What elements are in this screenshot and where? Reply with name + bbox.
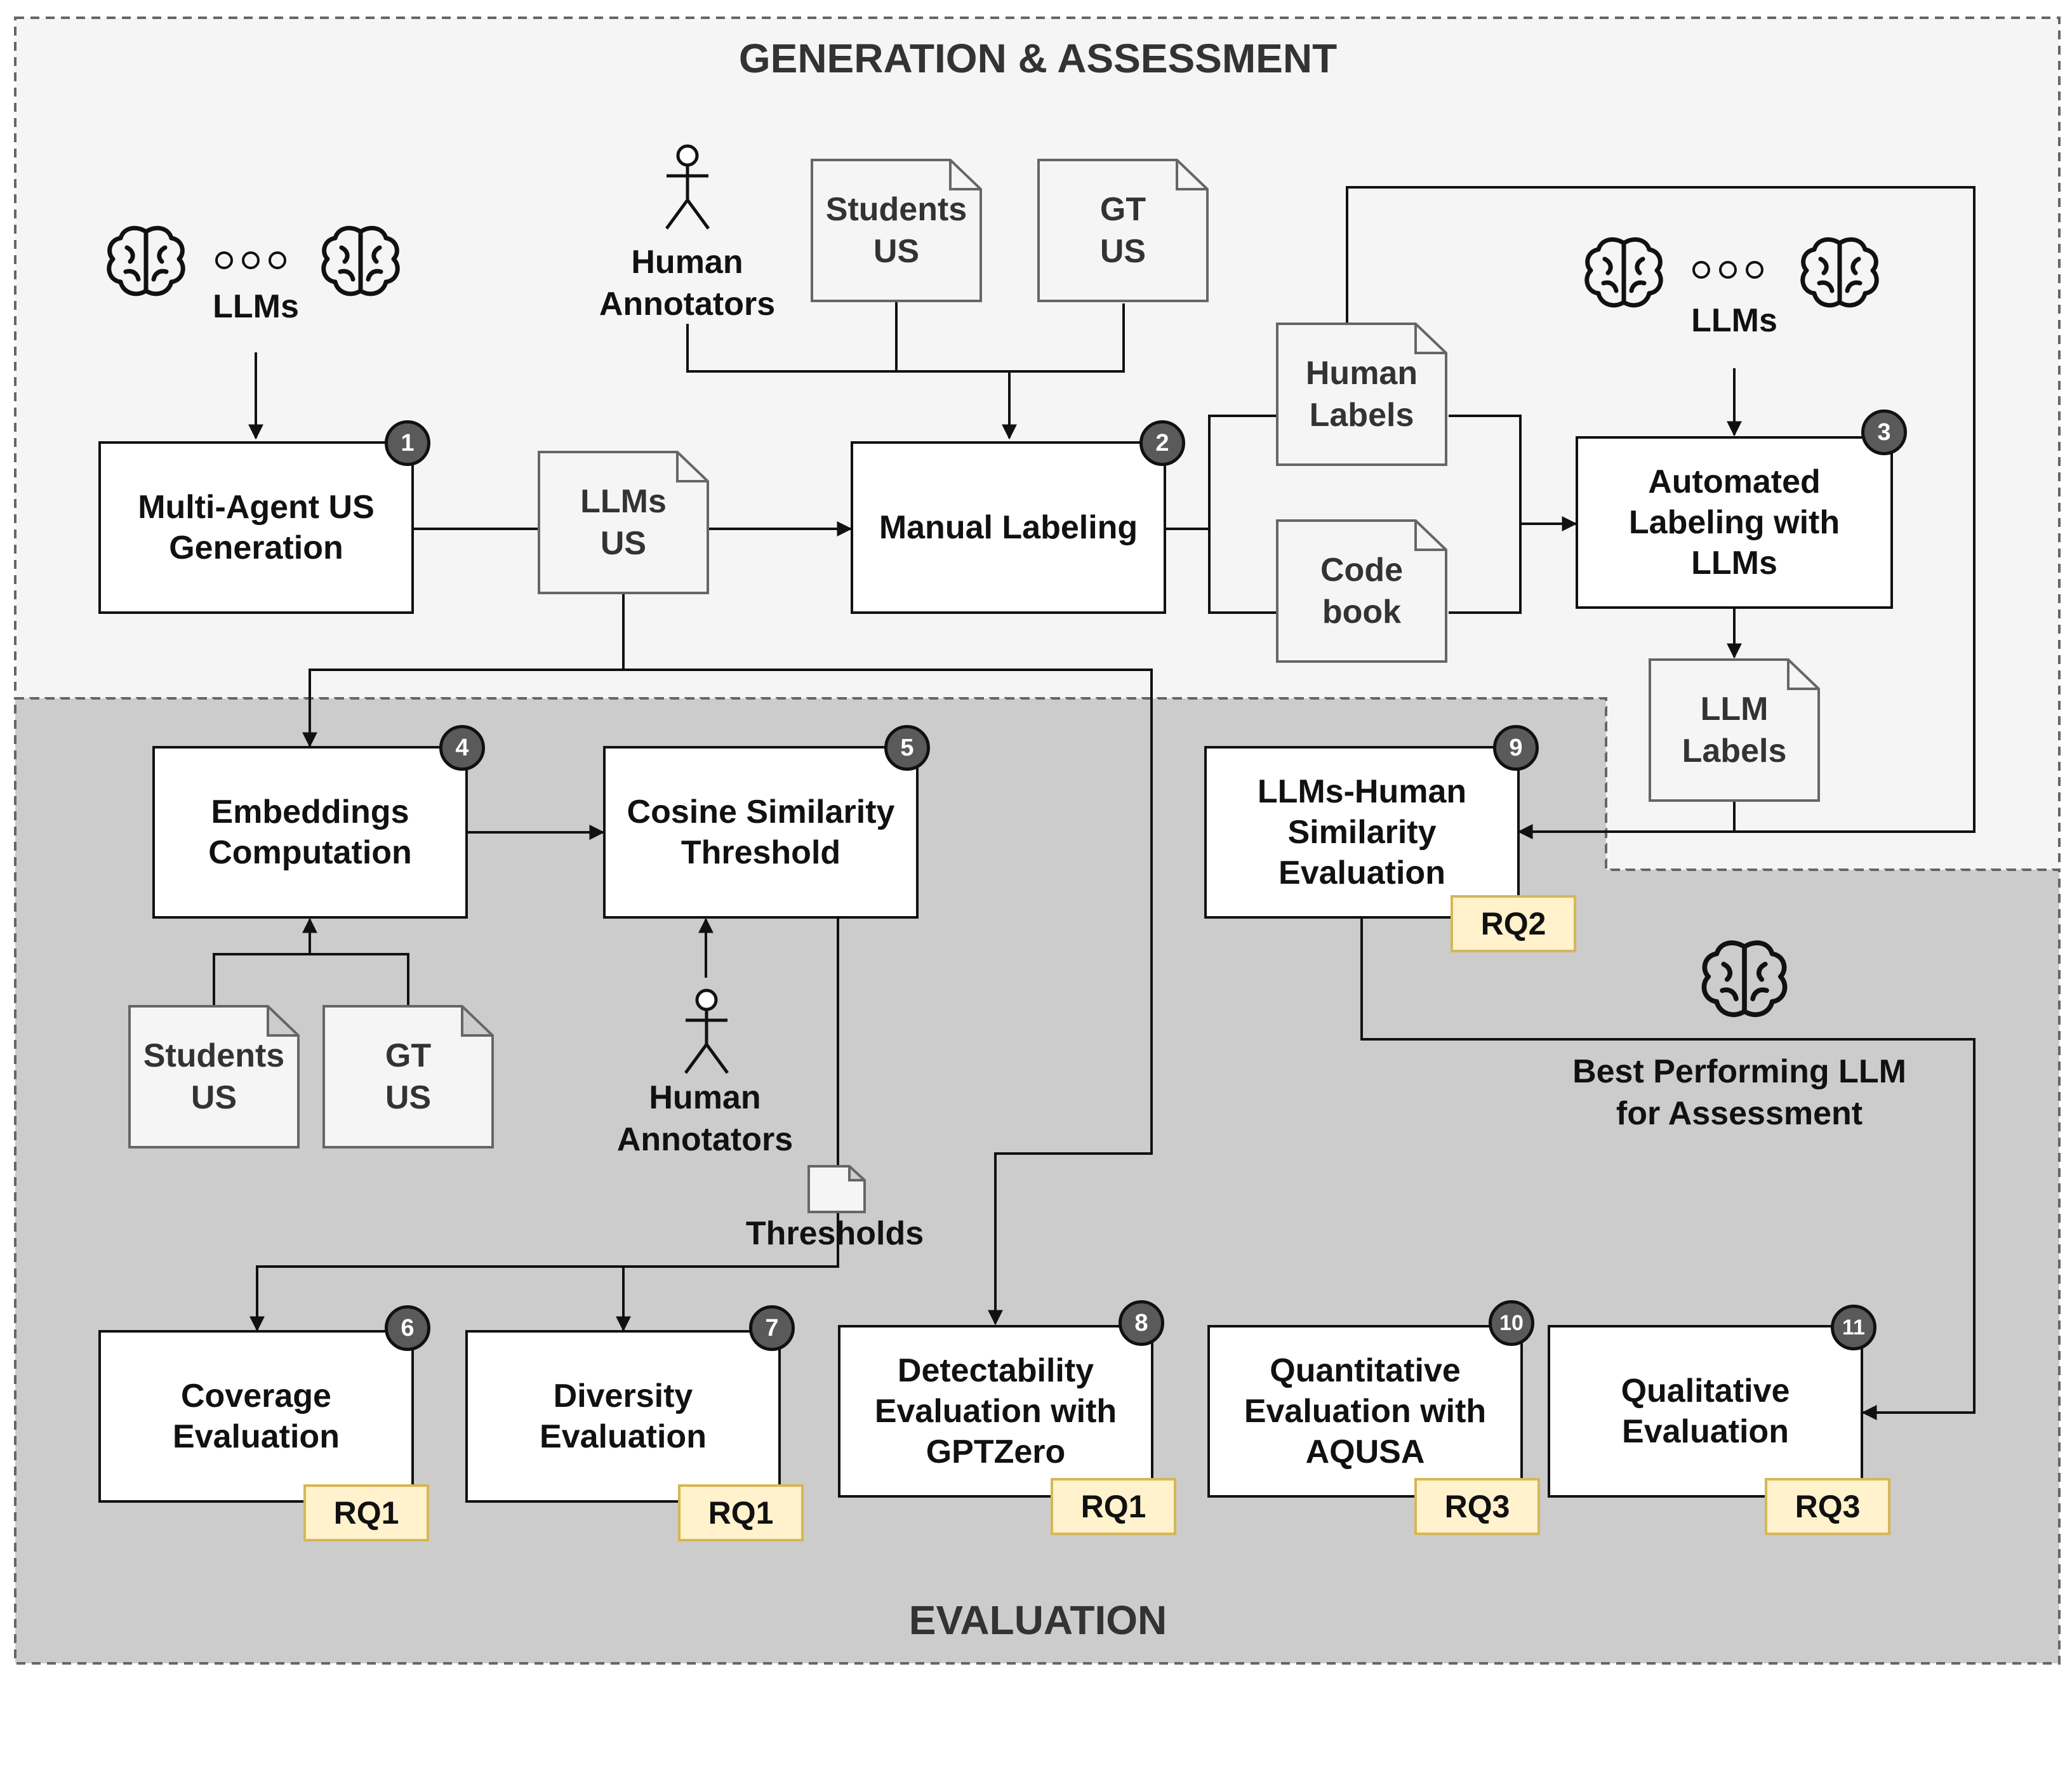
edge-llmsus-to-step8 <box>623 669 1153 1326</box>
edge-annotators-to-step2 <box>686 303 1125 373</box>
edge-humanlabels-to-join <box>1449 415 1522 614</box>
edge-step5-to-thresholds <box>249 917 839 1332</box>
edge-humanlabels-to-step9 <box>1346 186 1976 839</box>
edge-llmsus-to-step4 <box>302 594 625 748</box>
edge-step2-to-codebook <box>1208 529 1276 614</box>
edge-step9-to-step11 <box>1360 917 1976 1420</box>
